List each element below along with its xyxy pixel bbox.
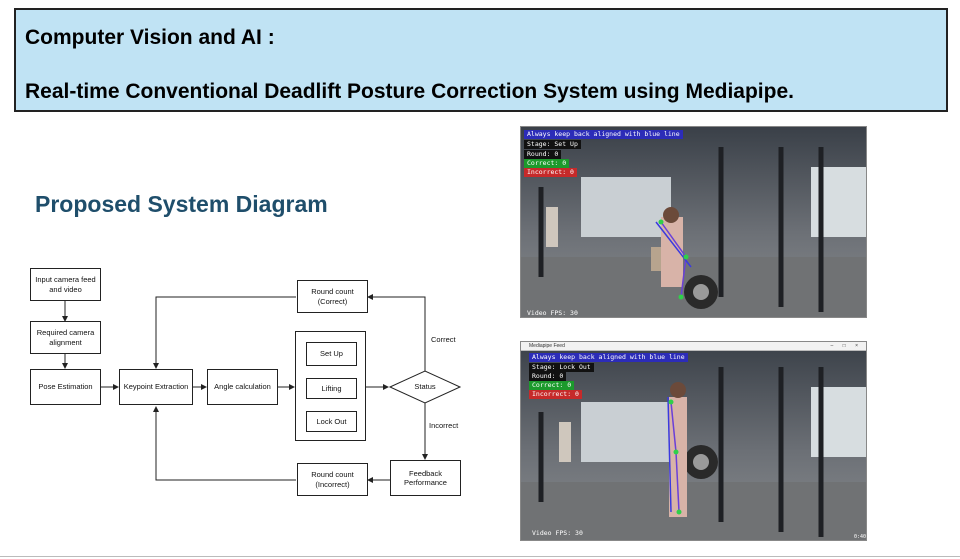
- node-round-count-incorrect: Round count (Incorrect): [297, 463, 368, 496]
- overlay-corner: 0:40: [854, 534, 867, 540]
- node-lifting: Lifting: [306, 378, 357, 399]
- node-set-up: Set Up: [306, 342, 357, 366]
- node-keypoint-extraction: Keypoint Extraction: [119, 369, 193, 405]
- status-label: Status: [414, 382, 436, 392]
- bottom-divider: [0, 556, 960, 557]
- gym-scene-setup: [521, 127, 866, 317]
- gym-scene-lockout: [521, 342, 866, 540]
- edge-round-incorrect-keypoint: [153, 406, 296, 481]
- edge-label-incorrect: Incorrect: [429, 421, 459, 430]
- overlay-incorrect: Incorrect: 0: [529, 390, 582, 399]
- edge-round-correct-keypoint: [153, 296, 296, 369]
- header-title: Computer Vision and AI :: [25, 26, 275, 49]
- overlay-incorrect: Incorrect: 0: [524, 168, 577, 177]
- video-window-lockout: Mediapipe Feed – □ × Always keep back al…: [520, 341, 867, 541]
- video-frame-setup: Always keep back aligned with blue line …: [520, 126, 867, 318]
- overlay-stage: Stage: Set Up: [524, 140, 581, 149]
- overlay-message: Always keep back aligned with blue line: [529, 353, 688, 362]
- section-title: Proposed System Diagram: [35, 191, 328, 217]
- overlay-round: Round: 0: [529, 372, 567, 381]
- window-controls[interactable]: – □ ×: [830, 343, 862, 349]
- overlay-fps: Video FPS: 30: [527, 309, 578, 317]
- node-round-count-correct: Round count (Correct): [297, 280, 368, 313]
- overlay-fps: Video FPS: 30: [532, 529, 583, 537]
- node-lock-out: Lock Out: [306, 411, 357, 432]
- edge-label-correct: Correct: [431, 335, 456, 344]
- overlay-correct: Correct: 0: [529, 381, 575, 390]
- window-titlebar: Mediapipe Feed – □ ×: [521, 342, 866, 351]
- header-subtitle: Real-time Conventional Deadlift Posture …: [25, 80, 794, 103]
- edge-status-round-correct: [367, 294, 426, 371]
- node-angle-calculation: Angle calculation: [207, 369, 278, 405]
- node-input-camera: Input camera feed and video: [30, 268, 101, 301]
- node-pose-estimation: Pose Estimation: [30, 369, 101, 405]
- window-title: Mediapipe Feed: [529, 343, 565, 349]
- node-feedback-performance: Feedback Performance: [390, 460, 461, 496]
- overlay-round: Round: 0: [524, 150, 562, 159]
- status-diamond: [388, 370, 462, 404]
- overlay-stage: Stage: Lock Out: [529, 363, 594, 372]
- node-camera-alignment: Required camera alignment: [30, 321, 101, 354]
- overlay-correct: Correct: 0: [524, 159, 570, 168]
- header-banner: Computer Vision and AI : Real-time Conve…: [14, 8, 948, 112]
- overlay-message: Always keep back aligned with blue line: [524, 130, 683, 139]
